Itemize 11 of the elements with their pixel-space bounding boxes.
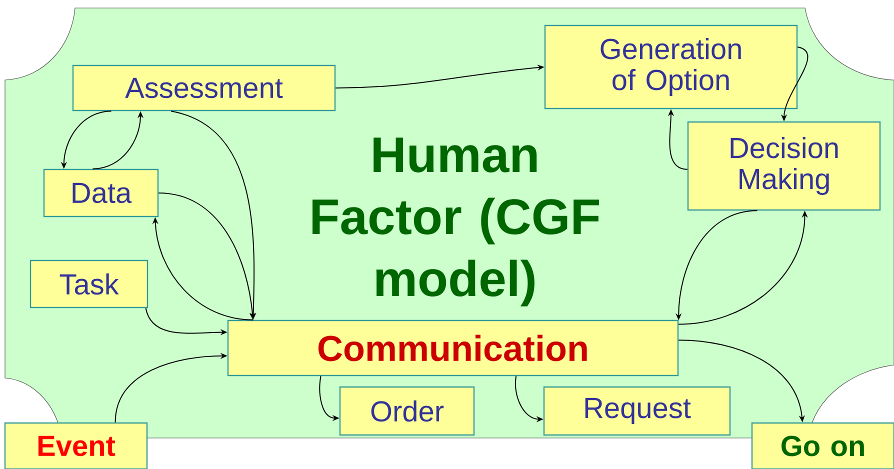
process-box: Generation of Option: [544, 24, 798, 110]
process-box: Task: [30, 260, 148, 308]
process-box: Decision Making: [687, 121, 881, 211]
title: Human Factor (CGF model): [312, 138, 599, 306]
process-box: Communication: [227, 320, 679, 376]
process-box: Assessment: [72, 64, 336, 112]
process-box: Go on: [751, 422, 894, 469]
process-box: Request: [543, 386, 731, 436]
process-box: Order: [339, 386, 475, 436]
process-box: Data: [43, 168, 159, 218]
process-box: Event: [4, 422, 148, 469]
